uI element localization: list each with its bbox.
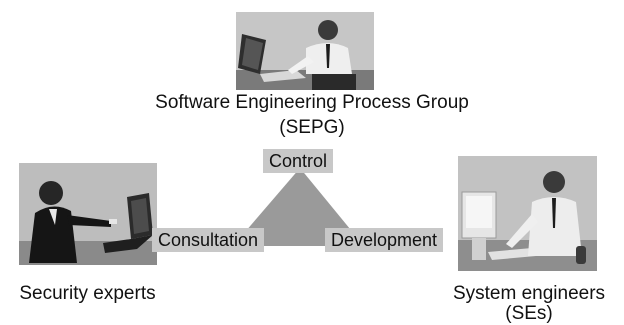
system-engineers-name-line2: (SEs) [505,303,553,324]
sepg-photo [236,12,374,90]
security-experts-name: Security experts [19,283,156,304]
system-engineers-name-line1: System engineers [452,283,606,304]
triangle-shape [233,168,364,246]
security-experts-photo [19,163,157,265]
consultation-label: Consultation [152,228,265,252]
sepg-name-line1: Software Engineering Process Group [155,92,469,113]
control-label: Control [263,149,334,173]
sepg-name-line2: (SEPG) [279,117,345,138]
development-label: Development [325,228,444,252]
system-engineers-photo [458,156,597,271]
